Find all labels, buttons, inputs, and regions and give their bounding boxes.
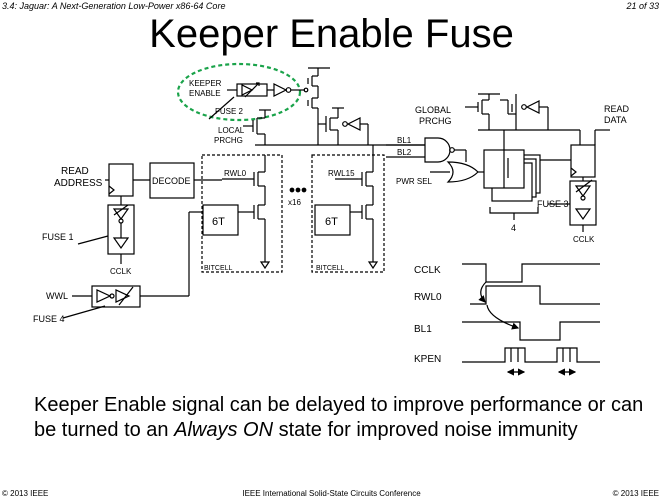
label-local-prchg: PRCHG: [214, 136, 243, 145]
page-counter: 21 of 33: [626, 1, 659, 11]
circuit-diagram: KEEPER ENABLE FUSE 2 LOCAL PRCHG GLOBAL …: [33, 62, 630, 376]
bitcell-0-6t: [202, 204, 239, 236]
timing-label-bl1: BL1: [414, 324, 432, 335]
label-fuse4: FUSE 4: [33, 314, 65, 324]
caption-part1: Keeper Enable signal can be delayed to i…: [34, 394, 644, 441]
timing-label-cclk: CCLK: [414, 265, 441, 276]
fuse2-highlight-ellipse: [176, 62, 302, 122]
label-keeper: KEEPER: [189, 79, 222, 88]
label-enable: ENABLE: [189, 89, 221, 98]
label-x16: x16: [288, 198, 301, 207]
slide-title: Keeper Enable Fuse: [149, 12, 514, 56]
label-cclk-left: CCLK: [110, 267, 132, 276]
label-local: LOCAL: [218, 126, 245, 135]
label-read-address-2: ADDRESS: [54, 178, 103, 189]
label-bitcell-15: BITCELL: [316, 265, 345, 272]
footer-left: © 2013 IEEE: [2, 489, 49, 498]
caption-part2: state for improved noise immunity: [273, 419, 578, 441]
label-fuse1: FUSE 1: [42, 232, 74, 242]
label-data: DATA: [604, 115, 627, 125]
label-bl2: BL2: [397, 148, 412, 157]
caption-emphasis: Always ON: [174, 419, 274, 441]
label-fuse3: FUSE 3: [537, 199, 569, 209]
label-decode: DECODE: [152, 176, 191, 186]
slide-caption: Keeper Enable signal can be delayed to i…: [34, 393, 644, 443]
fuse2-element: [227, 82, 298, 98]
bitcell-15-box: [311, 154, 385, 273]
label-global: GLOBAL: [415, 105, 451, 115]
bitcell-15-6t: [314, 204, 351, 236]
label-6t-0: 6T: [212, 216, 225, 228]
footer-right: © 2013 IEEE: [612, 489, 659, 498]
label-bl1: BL1: [397, 136, 412, 145]
label-wwl: WWL: [46, 291, 68, 301]
timing-label-rwl0: RWL0: [414, 292, 442, 303]
label-stack-count: 4: [511, 223, 516, 233]
label-pwr-sel: PWR SEL: [396, 177, 433, 186]
label-rwl0: RWL0: [224, 169, 247, 178]
keeper-stack: [298, 67, 330, 145]
footer-center: IEEE International Solid-State Circuits …: [242, 489, 421, 498]
timing-diagram: [462, 263, 600, 376]
label-6t-15: 6T: [325, 216, 338, 228]
label-bitcell-0: BITCELL: [204, 265, 233, 272]
label-read-address-1: READ: [61, 166, 89, 177]
timing-label-kpen: KPEN: [414, 354, 441, 365]
label-global-prchg: PRCHG: [419, 116, 452, 126]
label-cclk-right: CCLK: [573, 235, 595, 244]
bitcell-0-box: [201, 154, 283, 273]
label-read: READ: [604, 104, 630, 114]
read-data-flop: [570, 144, 596, 178]
label-fuse2: FUSE 2: [215, 107, 244, 116]
label-rwl15: RWL15: [328, 169, 355, 178]
header-left: 3.4: Jaguar: A Next-Generation Low-Power…: [2, 1, 226, 11]
